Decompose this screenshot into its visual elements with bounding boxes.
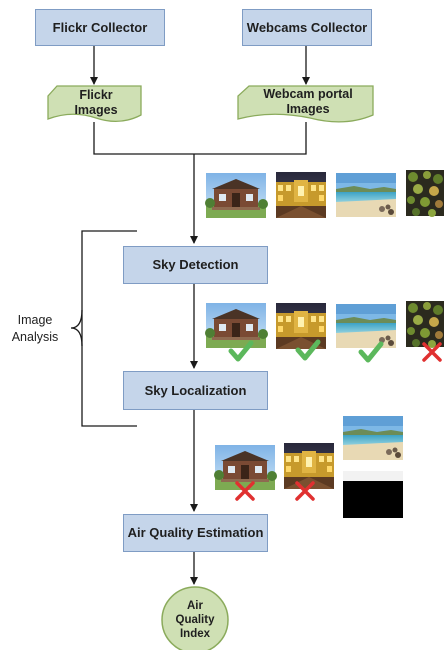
flickr-collector-label: Flickr Collector [52,19,148,35]
webcam-images-label: Webcam portal Images [263,87,353,116]
webcam-images-label-wrap: Webcam portal Images [248,86,368,118]
flickr-images-shape [47,85,142,122]
house-thumbnail-localization [214,445,277,490]
foliage-thumbnail-rejected [406,301,444,348]
webcam-images-shape [237,85,374,123]
air-quality-index-label: Air Quality Index [175,600,215,640]
beach-thumbnail-localization [343,416,403,460]
foliage-thumbnail [406,170,444,217]
sky-detection-label: Sky Detection [152,257,239,272]
house-thumbnail-detected [205,303,268,348]
webcams-collector-label: Webcams Collector [246,19,368,35]
sky-localization-box: Sky Localization [123,371,268,410]
courtyard-thumbnail-localization [284,443,334,489]
air-quality-estimation-label: Air Quality Estimation [127,525,264,540]
image-analysis-bracket-box [81,230,137,427]
beach-thumbnail-detected [336,304,396,348]
sky-detection-box: Sky Detection [123,246,268,284]
image-analysis-label: Image Analysis [11,313,59,344]
beach-thumbnail [336,173,396,217]
air-quality-index-circle [161,586,229,650]
merge-line [93,122,307,155]
courtyard-thumbnail [276,172,326,218]
connectors [70,46,310,585]
house-thumbnail [205,173,268,218]
sky-localization-label: Sky Localization [144,382,247,398]
flickr-images-label-wrap: Flickr Images [56,88,136,118]
flickr-images-label: Flickr Images [74,88,118,117]
image-analysis-brace [70,309,83,347]
webcams-collector-box: Webcams Collector [242,9,372,46]
air-quality-estimation-box: Air Quality Estimation [123,514,268,552]
sky-mask-region [343,471,403,481]
flickr-collector-box: Flickr Collector [35,9,165,46]
